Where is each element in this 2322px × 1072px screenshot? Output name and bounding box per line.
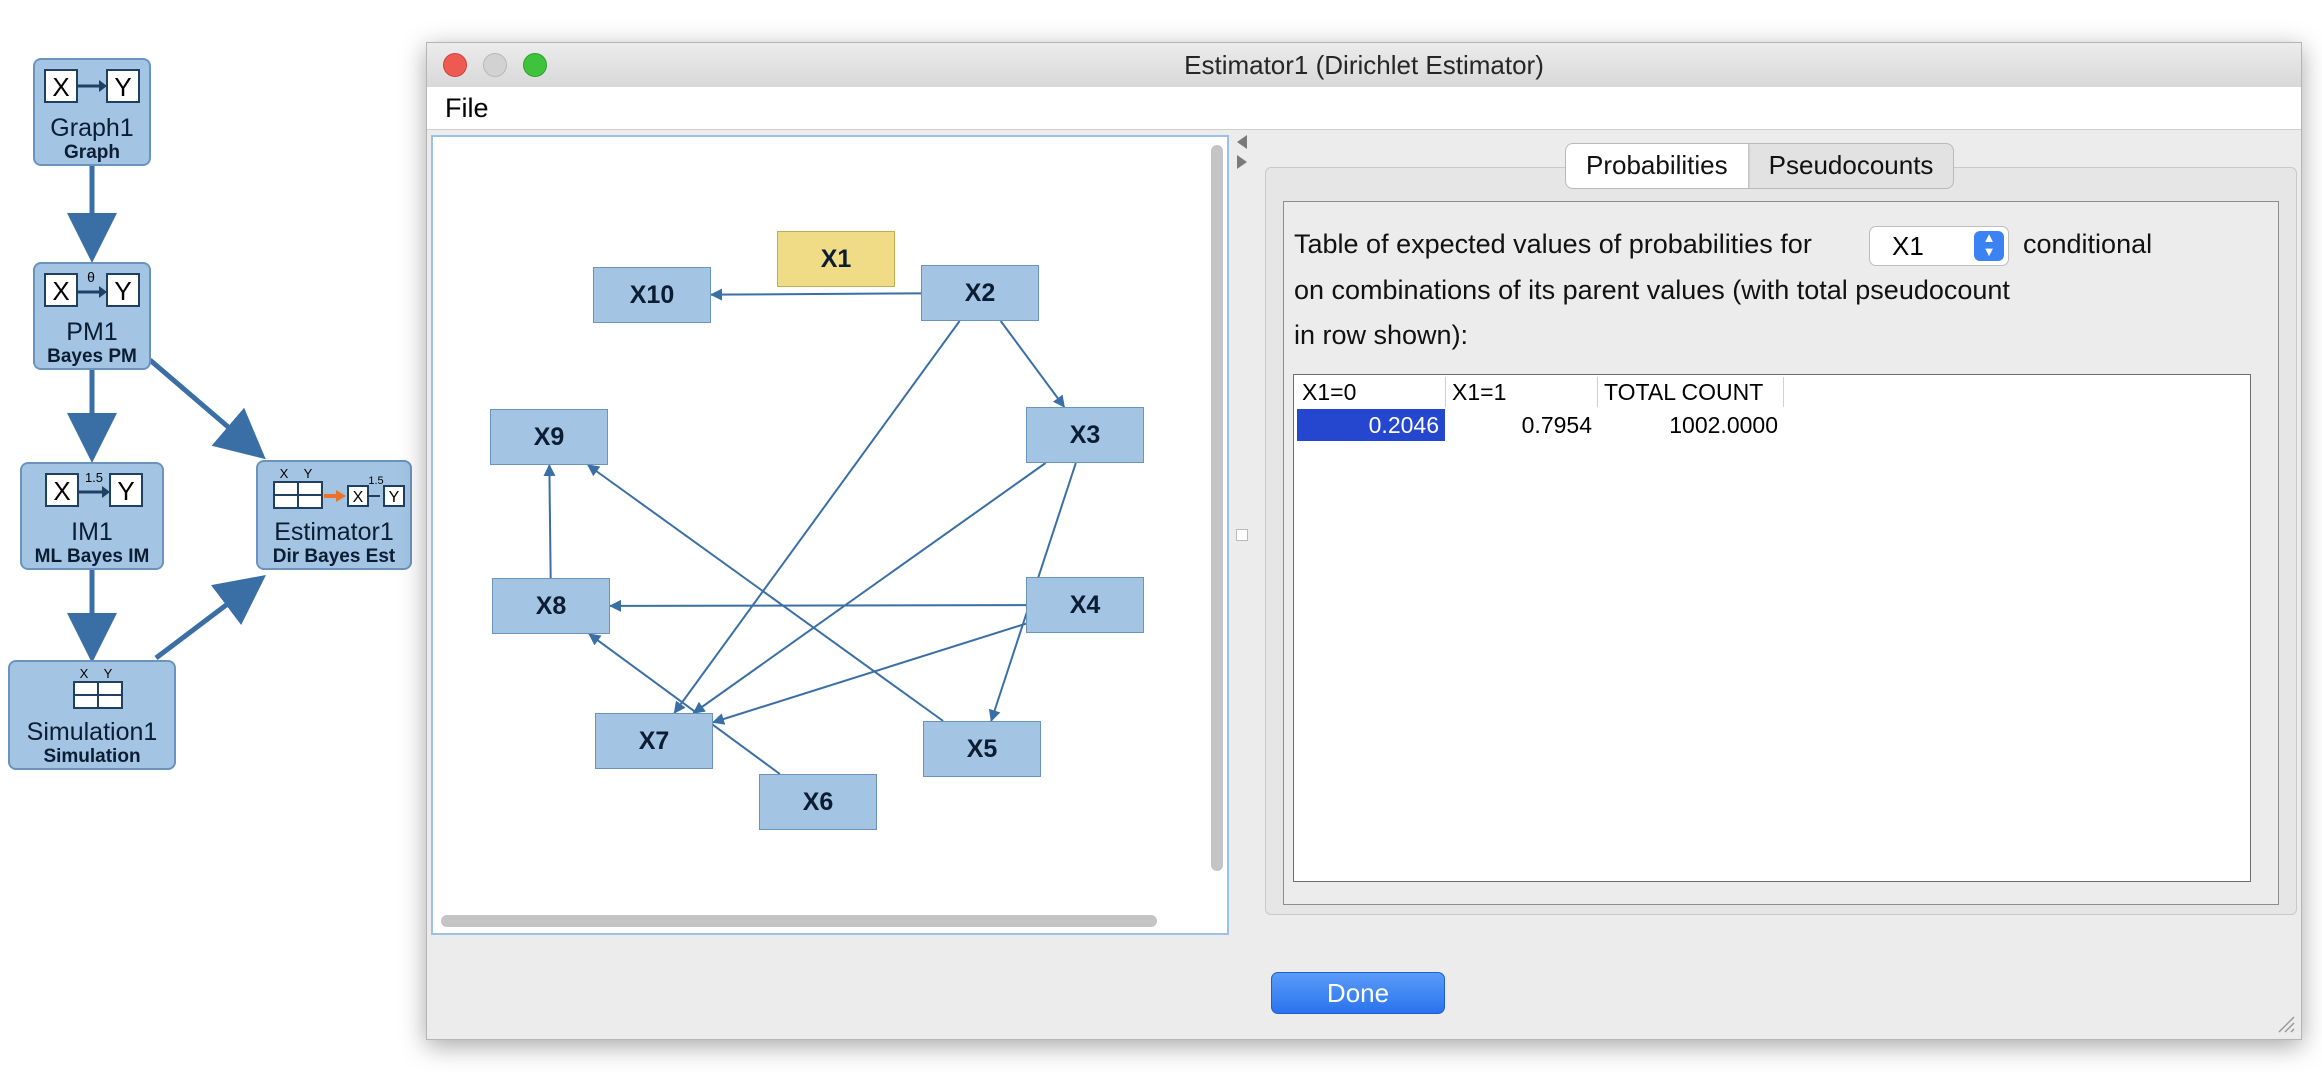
graph-node-x6[interactable]: X6 bbox=[759, 774, 877, 830]
graph-node-x5[interactable]: X5 bbox=[923, 721, 1041, 777]
svg-text:X: X bbox=[80, 666, 89, 681]
workflow-node-type: Dir Bayes Est bbox=[272, 546, 396, 567]
workflow-node-type: Graph bbox=[64, 142, 120, 163]
estimator-icon: X Y X Y 1.5 bbox=[273, 466, 405, 509]
icon-y-label: Y bbox=[117, 476, 134, 506]
icon-y-label: Y bbox=[114, 72, 131, 102]
edge-x4-x8[interactable] bbox=[609, 599, 1027, 612]
workflow-node-name: IM1 bbox=[71, 518, 113, 546]
workflow-node-pm1[interactable]: X Y θ PM1 Bayes PM bbox=[33, 262, 151, 370]
description-text-part2: conditional bbox=[2023, 229, 2153, 259]
select-updown-icon[interactable]: ▲▼ bbox=[1974, 231, 2004, 261]
data-table-icon: X Y bbox=[73, 666, 123, 709]
close-window-button[interactable] bbox=[443, 53, 467, 77]
workflow-node-simulation1[interactable]: X Y Simulation1 Simulation bbox=[8, 660, 176, 770]
window-title: Estimator1 (Dirichlet Estimator) bbox=[1184, 50, 1544, 80]
workflow-node-name: Simulation1 bbox=[26, 718, 158, 746]
title-bar: Estimator1 (Dirichlet Estimator) bbox=[427, 43, 2301, 88]
probability-table[interactable]: X1=0 X1=1 TOTAL COUNT 0.2046 0.7954 1002… bbox=[1293, 374, 2251, 882]
graph-node-x8[interactable]: X8 bbox=[492, 578, 610, 634]
edge-x8-x9[interactable] bbox=[543, 464, 556, 579]
graph-node-x7[interactable]: X7 bbox=[595, 713, 713, 769]
icon-x-label: X bbox=[52, 72, 69, 102]
table-header[interactable]: X1=1 bbox=[1446, 377, 1598, 407]
maximize-window-button[interactable] bbox=[523, 53, 547, 77]
icon-x-label: X bbox=[53, 476, 70, 506]
minimize-window-button[interactable] bbox=[483, 53, 507, 77]
svg-text:Y: Y bbox=[304, 466, 313, 481]
workflow-node-type: ML Bayes IM bbox=[34, 546, 150, 567]
workflow-node-graph1[interactable]: X Y Graph1 Graph bbox=[33, 58, 151, 166]
graph-vertical-scrollbar[interactable] bbox=[1205, 137, 1227, 913]
im-icon: X Y 1.5 bbox=[45, 470, 143, 507]
split-pane-divider[interactable] bbox=[1233, 135, 1253, 935]
svg-text:Y: Y bbox=[104, 666, 113, 681]
table-header[interactable]: TOTAL COUNT bbox=[1598, 377, 1784, 407]
icon-theta-label: θ bbox=[87, 269, 95, 285]
tab-probabilities[interactable]: Probabilities bbox=[1566, 144, 1749, 188]
done-button[interactable]: Done bbox=[1271, 972, 1445, 1014]
edge-x3-x7[interactable] bbox=[692, 462, 1047, 714]
estimator-window: Estimator1 (Dirichlet Estimator) File X1… bbox=[426, 42, 2302, 1040]
icon-coef-label: 1.5 bbox=[85, 470, 103, 485]
workflow-node-name: PM1 bbox=[66, 318, 118, 346]
workflow-connectors bbox=[67, 165, 266, 663]
graph-node-x4[interactable]: X4 bbox=[1026, 577, 1144, 633]
graph-node-x1[interactable]: X1 bbox=[777, 231, 895, 287]
edge-simulation1-estimator1 bbox=[154, 574, 266, 660]
table-cell[interactable]: 0.7954 bbox=[1521, 412, 1592, 438]
horizontal-scroll-thumb[interactable] bbox=[441, 915, 1157, 927]
edge-x6-x8[interactable] bbox=[588, 633, 781, 775]
table-header[interactable]: X1=0 bbox=[1296, 377, 1446, 407]
svg-text:X: X bbox=[280, 466, 289, 481]
resize-grip-icon[interactable] bbox=[2275, 1013, 2295, 1033]
description-text-line2: on combinations of its parent values (wi… bbox=[1294, 275, 2010, 305]
graph-panel[interactable]: X1 X2 X10 X9 X3 X8 X4 X7 X5 X6 bbox=[431, 135, 1229, 935]
svg-text:Y: Y bbox=[389, 489, 400, 506]
workflow-node-estimator1[interactable]: X Y X Y 1.5 Estimator1 Dir Bayes Est bbox=[256, 460, 412, 570]
svg-text:X: X bbox=[353, 489, 364, 506]
description-text-part1: Table of expected values of probabilitie… bbox=[1294, 229, 1812, 259]
graph-node-x10[interactable]: X10 bbox=[593, 267, 711, 323]
tab-pseudocounts[interactable]: Pseudocounts bbox=[1768, 150, 1934, 180]
variable-select-value: X1 bbox=[1892, 231, 1924, 261]
graph-icon: X Y bbox=[44, 69, 140, 103]
graph-horizontal-scrollbar[interactable] bbox=[433, 909, 1207, 933]
workflow-node-type: Bayes PM bbox=[47, 346, 137, 367]
collapse-right-arrow-icon[interactable] bbox=[1237, 155, 1247, 169]
collapse-left-arrow-icon[interactable] bbox=[1237, 135, 1247, 149]
workflow-node-type: Simulation bbox=[43, 746, 141, 767]
graph-node-x2[interactable]: X2 bbox=[921, 265, 1039, 321]
tab-bar: Probabilities Pseudocounts bbox=[1565, 143, 1955, 189]
vertical-scroll-thumb[interactable] bbox=[1211, 145, 1223, 871]
menu-bar: File bbox=[427, 87, 2301, 130]
table-cell[interactable]: 1002.0000 bbox=[1669, 412, 1778, 438]
svg-text:1.5: 1.5 bbox=[368, 475, 383, 487]
icon-y-label: Y bbox=[114, 276, 131, 306]
graph-node-x9[interactable]: X9 bbox=[490, 409, 608, 465]
edge-x4-x7[interactable] bbox=[712, 622, 1027, 725]
edge-x2-x3[interactable] bbox=[999, 320, 1066, 408]
table-cell[interactable]: 0.2046 bbox=[1297, 409, 1445, 441]
pm-icon: X Y θ bbox=[44, 269, 140, 307]
icon-x-label: X bbox=[52, 276, 69, 306]
workflow-node-im1[interactable]: X Y 1.5 IM1 ML Bayes IM bbox=[20, 462, 164, 570]
variable-select[interactable]: X1 ▲▼ bbox=[1869, 226, 2009, 266]
graph-node-x3[interactable]: X3 bbox=[1026, 407, 1144, 463]
edge-x2-x7[interactable] bbox=[673, 320, 961, 714]
edge-x5-x9[interactable] bbox=[587, 464, 944, 722]
workflow-node-name: Graph1 bbox=[50, 114, 134, 142]
edge-x2-x10[interactable] bbox=[710, 288, 922, 301]
workflow-node-name: Estimator1 bbox=[274, 518, 394, 546]
description-text-line3: in row shown): bbox=[1294, 320, 1469, 350]
menu-file[interactable]: File bbox=[445, 93, 489, 123]
edge-pm1-estimator1 bbox=[148, 358, 266, 460]
divider-handle[interactable] bbox=[1236, 529, 1248, 541]
